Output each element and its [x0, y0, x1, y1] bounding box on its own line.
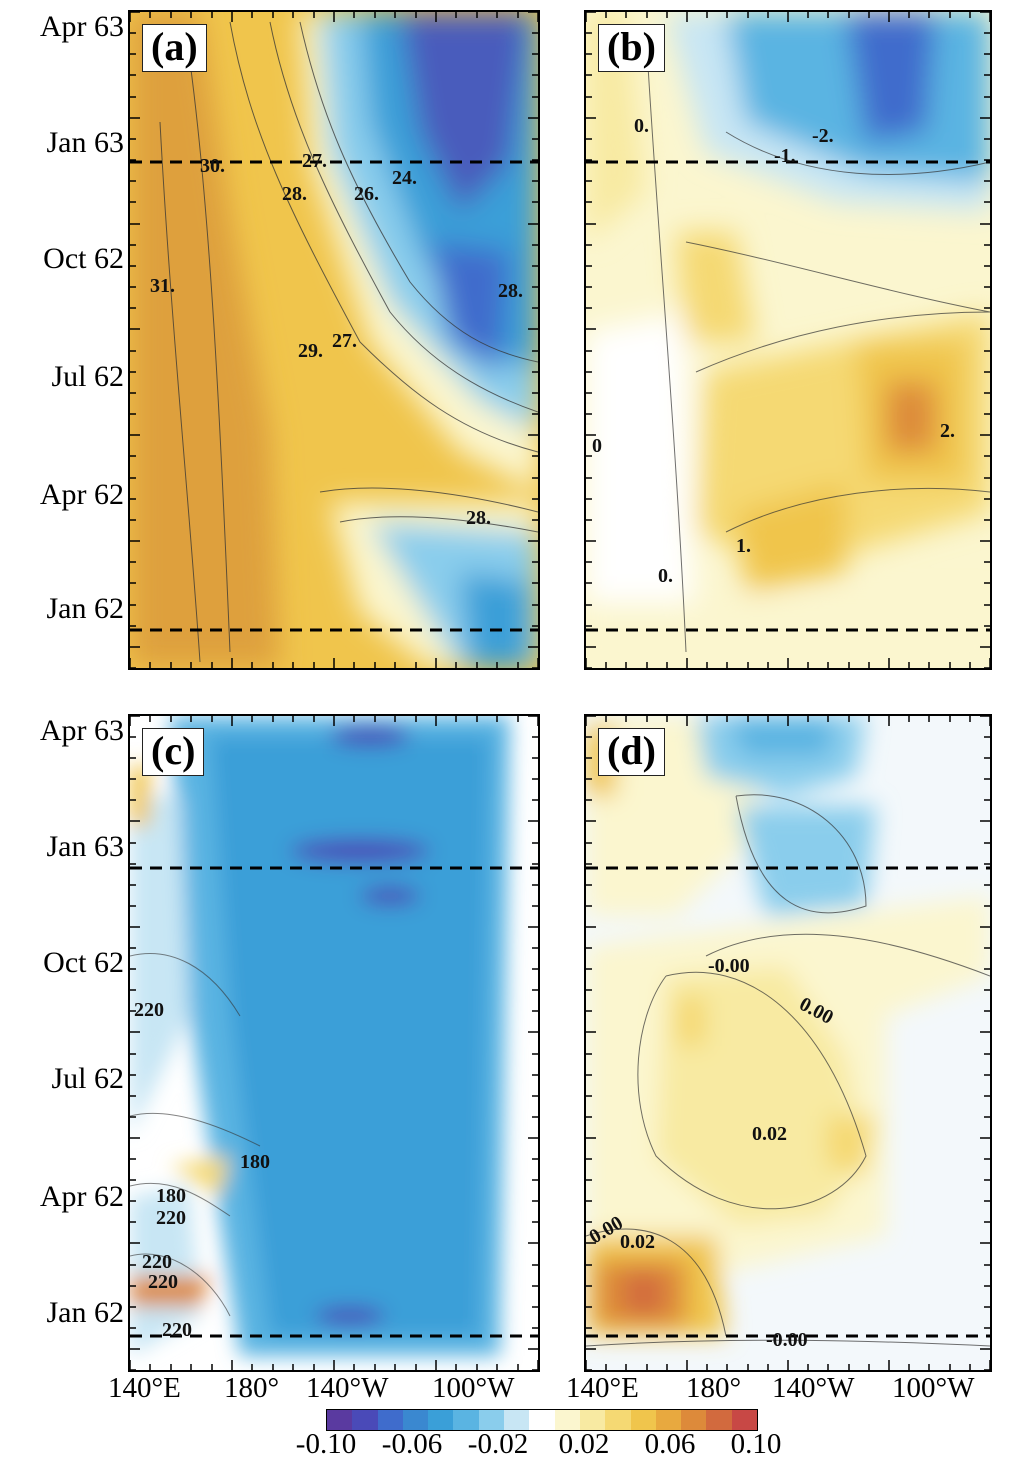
- contour-label: 1.: [736, 535, 751, 557]
- colorbar-swatch: [605, 1410, 631, 1430]
- x-tick-label: 140°E: [108, 1372, 181, 1404]
- panel-c: 220 180 180 220 220 220 220 (c): [128, 714, 540, 1372]
- contour-label: 220: [148, 1271, 178, 1293]
- contour-label: 220: [142, 1251, 172, 1273]
- contour-label: -0.00: [766, 1329, 808, 1351]
- contour-label: 26.: [354, 183, 379, 205]
- x-tick-label: 140°W: [306, 1372, 389, 1404]
- colorbar-swatch: [529, 1410, 555, 1430]
- y-tick-label: Jan 63: [46, 830, 125, 863]
- axis-ticks: [130, 716, 538, 1370]
- panel-b-field: 0. -1. -2. 0 2. 1. 0.: [586, 12, 990, 668]
- contour-label: 0.: [634, 115, 649, 137]
- contour-label: -2.: [812, 125, 834, 147]
- x-tick-label: 100°W: [432, 1372, 515, 1404]
- colorbar-tick-label: -0.02: [467, 1428, 529, 1460]
- y-tick-label: Apr 63: [39, 714, 124, 747]
- contour-label: 220: [134, 999, 164, 1021]
- contour-label: 0: [592, 435, 602, 457]
- panel-d: -0.00 0.00 0.02 0.00 0.02 -0.00 (d): [584, 714, 992, 1372]
- contour-label: 2.: [940, 420, 955, 442]
- contour-label: 0.: [658, 565, 673, 587]
- contour-label: 180: [156, 1185, 186, 1207]
- contour-label: 28.: [466, 507, 491, 529]
- axis-ticks: [586, 716, 990, 1370]
- colorbar-swatch: [655, 1410, 682, 1430]
- axis-ticks: [130, 12, 538, 668]
- y-tick-label: Jul 62: [51, 360, 124, 393]
- colorbar-tick-label: 0.02: [558, 1428, 610, 1460]
- y-tick-label: Jan 62: [46, 592, 125, 625]
- x-tick-label: 180°: [686, 1372, 742, 1404]
- contour-label: 27.: [302, 150, 327, 172]
- colorbar-swatch: [352, 1410, 378, 1430]
- x-tick-label: 140°W: [772, 1372, 855, 1404]
- panel-a-field: 30. 31. 27. 28. 26. 24. 28. 29. 27. 28.: [130, 12, 538, 668]
- contour-label: 28.: [498, 280, 523, 302]
- contour-label: 0.02: [620, 1231, 655, 1253]
- colorbar-swatch: [731, 1410, 758, 1430]
- contour-label: -0.00: [708, 955, 750, 977]
- colorbar-swatch: [681, 1410, 707, 1430]
- colorbar-swatch: [327, 1410, 353, 1430]
- colorbar-swatch: [402, 1410, 429, 1430]
- y-tick-label: Oct 62: [43, 946, 124, 979]
- panel-label-a: (a): [142, 24, 207, 72]
- panel-label-c: (c): [142, 728, 205, 776]
- axis-ticks: [586, 12, 990, 668]
- colorbar-swatch: [554, 1410, 580, 1430]
- panel-label-d: (d): [598, 728, 665, 776]
- colorbar-swatch: [428, 1410, 454, 1430]
- colorbar-swatch: [504, 1410, 530, 1430]
- panel-b: 0. -1. -2. 0 2. 1. 0. (b): [584, 10, 992, 670]
- x-tick-label: 140°E: [566, 1372, 639, 1404]
- contour-label: 28.: [282, 183, 307, 205]
- colorbar-swatch: [579, 1410, 606, 1430]
- y-tick-label: Jul 62: [51, 1062, 124, 1095]
- y-tick-label: Jan 62: [46, 1296, 125, 1329]
- panel-d-field: -0.00 0.00 0.02 0.00 0.02 -0.00: [586, 716, 990, 1370]
- panel-a: 30. 31. 27. 28. 26. 24. 28. 29. 27. 28. …: [128, 10, 540, 670]
- colorbar-swatch: [453, 1410, 479, 1430]
- contour-label: 24.: [392, 167, 417, 189]
- colorbar-swatch: [630, 1410, 656, 1430]
- x-tick-label: 100°W: [892, 1372, 975, 1404]
- colorbar-swatch: [706, 1410, 732, 1430]
- contour-label: -1.: [774, 145, 796, 167]
- y-tick-label: Apr 63: [39, 10, 124, 43]
- y-tick-label: Apr 62: [39, 478, 124, 511]
- y-tick-label: Oct 62: [43, 242, 124, 275]
- colorbar-tick-label: -0.06: [381, 1428, 443, 1460]
- colorbar-swatch: [478, 1410, 505, 1430]
- y-tick-label: Apr 62: [39, 1180, 124, 1213]
- contour-label: 31.: [150, 275, 175, 297]
- contour-label: 220: [162, 1319, 192, 1341]
- contour-label: 0.02: [752, 1123, 787, 1145]
- colorbar-tick-label: 0.06: [644, 1428, 696, 1460]
- colorbar-tick-label: 0.10: [730, 1428, 782, 1460]
- contour-label: 29.: [298, 340, 323, 362]
- x-tick-label: 180°: [224, 1372, 280, 1404]
- contour-label: 27.: [332, 330, 357, 352]
- colorbar-tick-label: -0.10: [295, 1428, 357, 1460]
- panel-label-b: (b): [598, 24, 665, 72]
- colorbar-swatch: [377, 1410, 403, 1430]
- contour-label: 30.: [200, 155, 225, 177]
- panel-c-field: 220 180 180 220 220 220 220: [130, 716, 538, 1370]
- colorbar: [326, 1409, 758, 1431]
- contour-label: 220: [156, 1207, 186, 1229]
- y-tick-label: Jan 63: [46, 126, 125, 159]
- contour-label: 180: [240, 1151, 270, 1173]
